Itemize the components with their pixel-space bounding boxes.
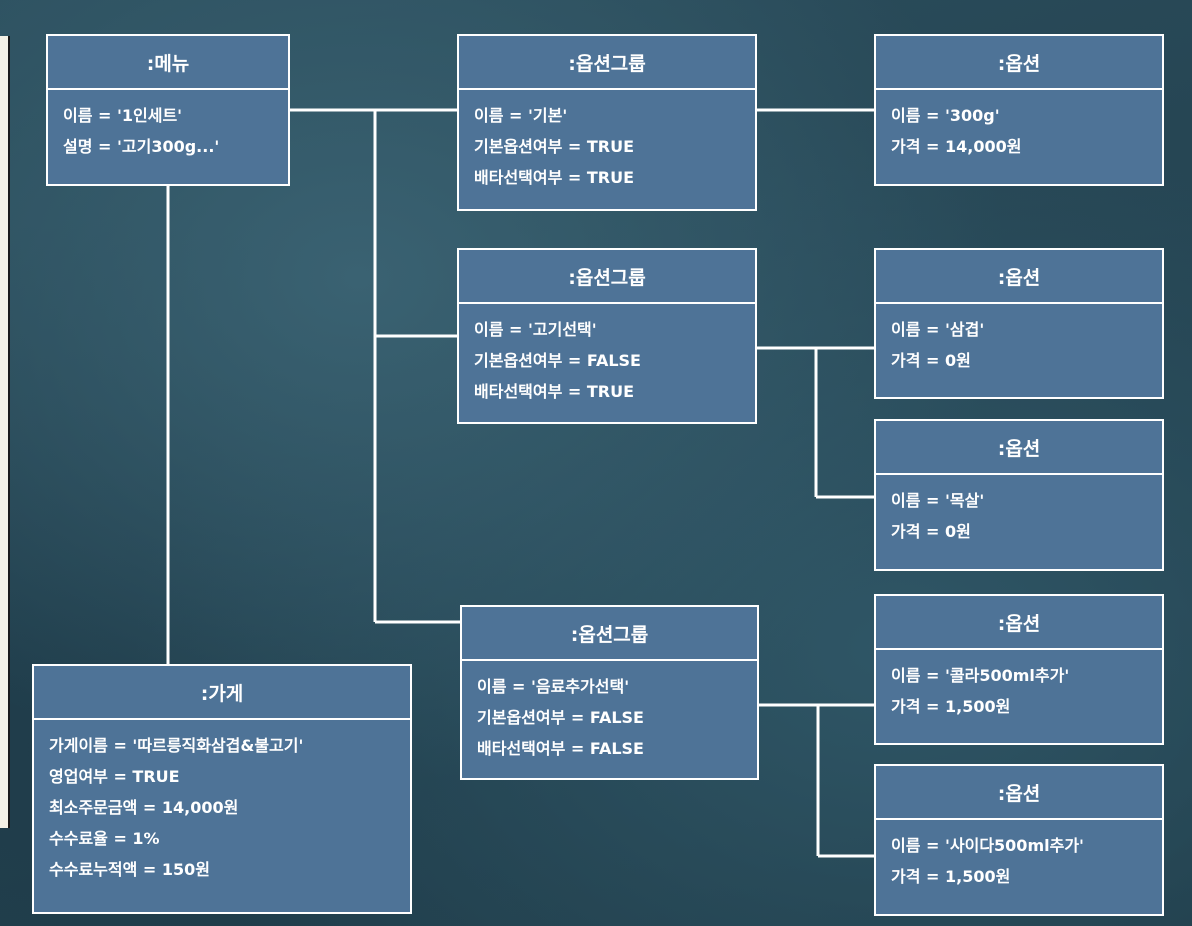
option-attr-name: 이름 = '목살' (891, 491, 985, 510)
option-attributes: 이름 = '삼겹' 가격 = 0원 (876, 304, 1162, 376)
option-title: :옵션 (876, 766, 1162, 820)
option-group-attr-name: 이름 = '음료추가선택' (477, 677, 630, 696)
option-group-attr-default: 기본옵션여부 = FALSE (474, 351, 641, 370)
menu-attr-description: 설명 = '고기300g...' (63, 137, 220, 156)
option-attributes: 이름 = '300g' 가격 = 14,000원 (876, 90, 1162, 162)
option-attributes: 이름 = '콜라500ml추가' 가격 = 1,500원 (876, 650, 1162, 722)
option-group-attr-exclusive: 배타선택여부 = TRUE (474, 382, 635, 401)
store-object-attributes: 가게이름 = '따르릉직화삼겹&불고기' 영업여부 = TRUE 최소주문금액 … (34, 720, 410, 885)
store-attr-fee-rate: 수수료율 = 1% (49, 829, 160, 848)
option-group-attr-name: 이름 = '기본' (474, 106, 568, 125)
store-object-title: :가게 (34, 666, 410, 720)
option-group-title: :옵션그룹 (459, 250, 755, 304)
option-group-box-3: :옵션그룹 이름 = '음료추가선택' 기본옵션여부 = FALSE 배타선택여… (460, 605, 759, 780)
option-attr-price: 가격 = 1,500원 (891, 867, 1011, 886)
menu-attr-name: 이름 = '1인세트' (63, 106, 183, 125)
option-title: :옵션 (876, 421, 1162, 475)
option-title: :옵션 (876, 250, 1162, 304)
option-group-attributes: 이름 = '고기선택' 기본옵션여부 = FALSE 배타선택여부 = TRUE (459, 304, 755, 407)
menu-object-attributes: 이름 = '1인세트' 설명 = '고기300g...' (48, 90, 288, 162)
option-title: :옵션 (876, 36, 1162, 90)
option-group-title: :옵션그룹 (462, 607, 757, 661)
option-group-attr-name: 이름 = '고기선택' (474, 320, 597, 339)
option-box-3: :옵션 이름 = '목살' 가격 = 0원 (874, 419, 1164, 571)
option-group-attributes: 이름 = '기본' 기본옵션여부 = TRUE 배타선택여부 = TRUE (459, 90, 755, 193)
store-attr-name: 가게이름 = '따르릉직화삼겹&불고기' (49, 736, 304, 755)
option-attr-price: 가격 = 0원 (891, 522, 971, 541)
option-group-attributes: 이름 = '음료추가선택' 기본옵션여부 = FALSE 배타선택여부 = FA… (462, 661, 757, 764)
option-group-box-2: :옵션그룹 이름 = '고기선택' 기본옵션여부 = FALSE 배타선택여부 … (457, 248, 757, 424)
menu-object-title: :메뉴 (48, 36, 288, 90)
option-group-box-1: :옵션그룹 이름 = '기본' 기본옵션여부 = TRUE 배타선택여부 = T… (457, 34, 757, 211)
option-attr-price: 가격 = 1,500원 (891, 697, 1011, 716)
option-attributes: 이름 = '사이다500ml추가' 가격 = 1,500원 (876, 820, 1162, 892)
option-attr-name: 이름 = '300g' (891, 106, 1000, 125)
option-attributes: 이름 = '목살' 가격 = 0원 (876, 475, 1162, 547)
option-attr-price: 가격 = 14,000원 (891, 137, 1022, 156)
option-attr-name: 이름 = '콜라500ml추가' (891, 666, 1070, 685)
store-attr-min-order: 최소주문금액 = 14,000원 (49, 798, 239, 817)
option-box-1: :옵션 이름 = '300g' 가격 = 14,000원 (874, 34, 1164, 186)
option-group-attr-default: 기본옵션여부 = TRUE (474, 137, 635, 156)
option-group-attr-default: 기본옵션여부 = FALSE (477, 708, 644, 727)
option-attr-price: 가격 = 0원 (891, 351, 971, 370)
option-attr-name: 이름 = '사이다500ml추가' (891, 836, 1084, 855)
menu-object-box: :메뉴 이름 = '1인세트' 설명 = '고기300g...' (46, 34, 290, 186)
option-box-2: :옵션 이름 = '삼겹' 가격 = 0원 (874, 248, 1164, 399)
store-attr-fee-total: 수수료누적액 = 150원 (49, 860, 210, 879)
option-group-attr-exclusive: 배타선택여부 = FALSE (477, 739, 644, 758)
option-box-5: :옵션 이름 = '사이다500ml추가' 가격 = 1,500원 (874, 764, 1164, 916)
option-title: :옵션 (876, 596, 1162, 650)
store-object-box: :가게 가게이름 = '따르릉직화삼겹&불고기' 영업여부 = TRUE 최소주… (32, 664, 412, 914)
option-group-attr-exclusive: 배타선택여부 = TRUE (474, 168, 635, 187)
option-attr-name: 이름 = '삼겹' (891, 320, 985, 339)
left-panel-edge (0, 36, 10, 828)
option-box-4: :옵션 이름 = '콜라500ml추가' 가격 = 1,500원 (874, 594, 1164, 745)
store-attr-open: 영업여부 = TRUE (49, 767, 180, 786)
option-group-title: :옵션그룹 (459, 36, 755, 90)
